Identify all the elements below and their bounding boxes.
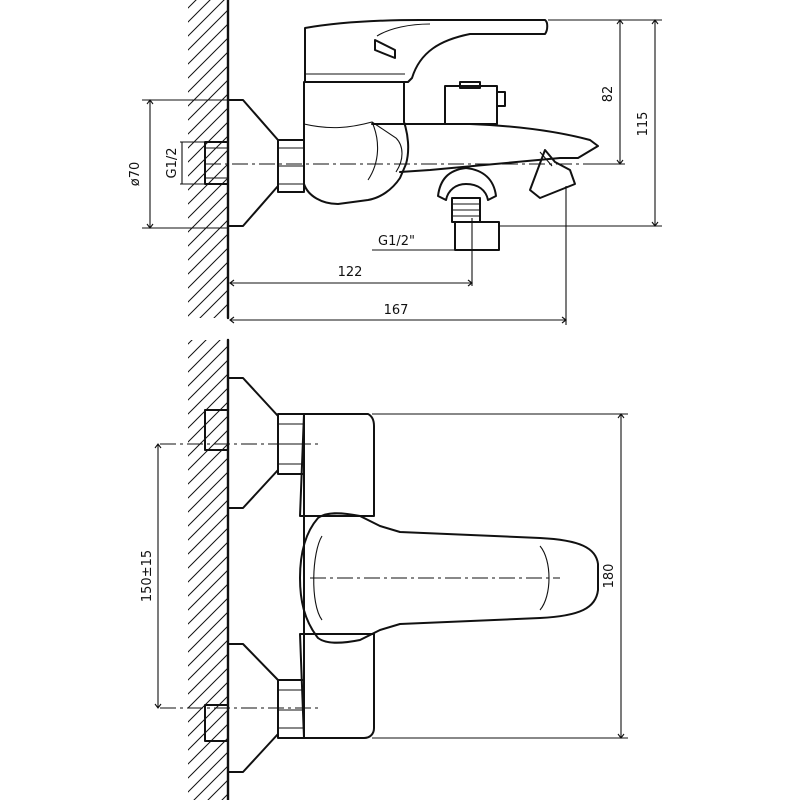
mixer-body-side bbox=[303, 81, 410, 205]
dim-115-label: 115 bbox=[636, 112, 651, 137]
mixer-body-front bbox=[299, 413, 375, 739]
dim-167: 167 bbox=[229, 186, 567, 325]
connection-nut-side bbox=[277, 139, 305, 193]
dim-g12-left: G1/2 bbox=[165, 141, 205, 185]
dim-g12-bottom: G1/2" bbox=[372, 234, 455, 251]
eccentric-connector-side bbox=[204, 141, 229, 185]
dim-122: 122 bbox=[229, 265, 473, 287]
dim-180-label: 180 bbox=[602, 564, 617, 589]
side-view: ø70 G1/2 82 115 bbox=[128, 0, 662, 325]
wall-side bbox=[188, 0, 230, 320]
dim-d70-label: ø70 bbox=[128, 162, 143, 187]
dim-spacing: 150±15 bbox=[140, 443, 162, 709]
dim-82: 82 bbox=[548, 19, 625, 165]
dim-122-label: 122 bbox=[338, 265, 363, 280]
dim-spacing-label: 150±15 bbox=[140, 550, 155, 602]
dim-g12-left-label: G1/2 bbox=[165, 148, 180, 179]
dim-115: 115 bbox=[500, 19, 662, 227]
dim-d70: ø70 bbox=[128, 99, 228, 229]
dim-167-label: 167 bbox=[384, 303, 409, 318]
dim-g12-bottom-label: G1/2" bbox=[378, 234, 415, 249]
wall-flange-side bbox=[227, 99, 279, 227]
diverter-knob-side bbox=[444, 81, 506, 125]
dim-82-label: 82 bbox=[601, 86, 616, 103]
dim-180: 180 bbox=[372, 413, 628, 739]
lever-handle-side bbox=[304, 19, 549, 83]
front-view: 150±15 180 bbox=[140, 338, 628, 800]
shower-outlet-side bbox=[437, 167, 500, 286]
